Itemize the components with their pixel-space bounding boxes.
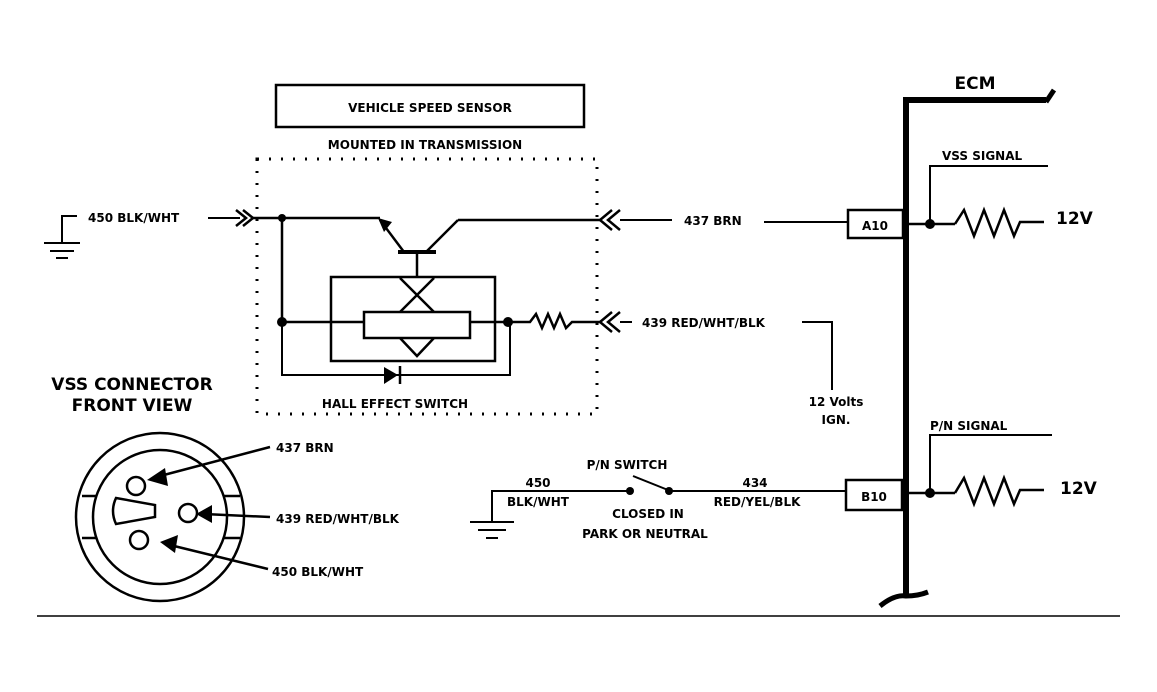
pn-switch-label: P/N SWITCH <box>587 458 668 472</box>
ign-label-1: 12 Volts <box>809 395 864 409</box>
subtitle-text: MOUNTED IN TRANSMISSION <box>328 138 522 152</box>
connector-title-2: FRONT VIEW <box>72 396 193 416</box>
pn-switch-blade <box>632 475 669 491</box>
pn-left-num: 450 <box>525 476 550 490</box>
ground-icon <box>44 215 80 259</box>
wire-450-label: 450 BLK/WHT <box>88 211 180 225</box>
ecm-label: ECM <box>954 74 995 94</box>
ground-icon <box>470 490 630 539</box>
pn-12v: 12V <box>1060 479 1098 499</box>
wire-437-label: 437 BRN <box>684 214 742 228</box>
connector-pin-439: 439 RED/WHT/BLK <box>276 512 400 526</box>
resistor-icon <box>953 206 1044 240</box>
pn-left-color: BLK/WHT <box>507 495 570 509</box>
transistor-icon <box>378 218 600 276</box>
hall-effect-switch <box>277 275 513 384</box>
pin-a10: A10 <box>862 219 888 233</box>
sensor-boundary <box>255 157 599 416</box>
ign-label-2: IGN. <box>822 413 851 427</box>
pin-b10: B10 <box>861 490 887 504</box>
connector-arrow-icon <box>598 311 621 333</box>
connector-pin-437: 437 BRN <box>276 441 334 455</box>
ecm-bar <box>903 97 1046 596</box>
wire-439-label: 439 RED/WHT/BLK <box>642 316 766 330</box>
connector-pin-450: 450 BLK/WHT <box>272 565 364 579</box>
title-box <box>274 83 586 129</box>
pn-signal-label: P/N SIGNAL <box>930 419 1008 433</box>
connector-title-1: VSS CONNECTOR <box>51 375 212 395</box>
vss-signal-label: VSS SIGNAL <box>942 149 1022 163</box>
pn-note-1: CLOSED IN <box>612 507 684 521</box>
title-text: VEHICLE SPEED SENSOR <box>348 101 512 115</box>
pn-right-color: RED/YEL/BLK <box>714 495 801 509</box>
pn-note-2: PARK OR NEUTRAL <box>582 527 708 541</box>
resistor-icon <box>508 310 600 332</box>
vss-12v: 12V <box>1056 209 1094 229</box>
pin-b10-box <box>844 478 904 512</box>
vss-connector-face <box>74 431 246 603</box>
connector-arrow-icon <box>598 209 621 231</box>
resistor-icon <box>953 474 1044 508</box>
hall-label: HALL EFFECT SWITCH <box>322 397 468 411</box>
pn-right-num: 434 <box>742 476 767 490</box>
